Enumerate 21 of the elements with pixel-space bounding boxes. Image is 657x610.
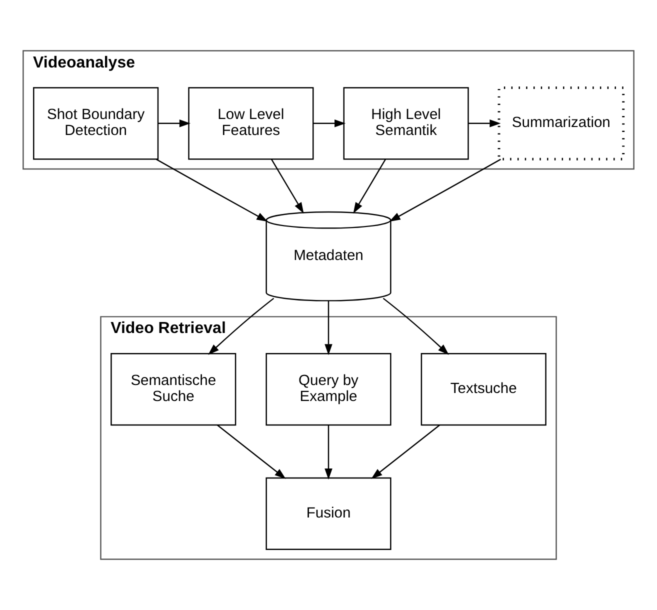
arrow <box>371 424 440 479</box>
arrow <box>313 120 346 128</box>
arrow <box>156 158 268 222</box>
arrow <box>217 424 286 479</box>
arrow <box>324 425 332 480</box>
node-box: Shot Boundary Detection <box>33 87 159 160</box>
node-box: Low Level Features <box>188 87 314 160</box>
node-box: Fusion <box>266 477 392 550</box>
arrow <box>324 300 332 356</box>
node-box: Semantische Suche <box>110 353 236 426</box>
arrow <box>271 158 304 214</box>
arrow <box>353 158 386 214</box>
arrow <box>382 298 449 355</box>
arrow <box>158 120 190 128</box>
arrow <box>389 158 501 222</box>
arrow <box>468 120 501 128</box>
node-box: High Level Semantik <box>343 87 469 160</box>
node-box: Query by Example <box>266 353 392 426</box>
node-box: Textsuche <box>420 353 546 426</box>
arrow <box>208 298 274 355</box>
node-box: Summarization <box>498 86 625 160</box>
